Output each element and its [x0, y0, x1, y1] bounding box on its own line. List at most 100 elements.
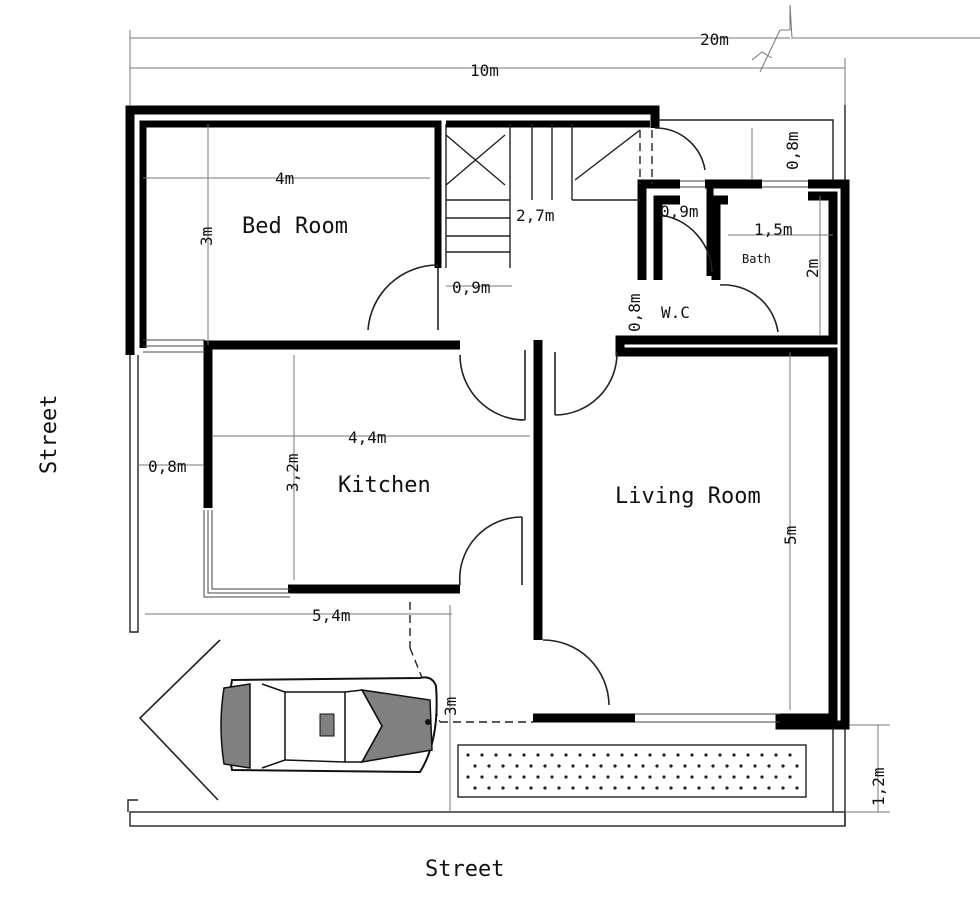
garden-dot — [795, 786, 799, 790]
garden-dot — [543, 786, 547, 790]
garden-dot — [669, 786, 673, 790]
garden-dot — [704, 753, 708, 757]
garden-dot — [662, 775, 666, 779]
garden-dot — [585, 786, 589, 790]
stair-width-label: 2,7m — [516, 206, 555, 225]
garden-dot — [536, 753, 540, 757]
bed-room-label: Bed Room — [242, 214, 348, 239]
garden-dots — [466, 753, 799, 790]
garden-dot — [557, 786, 561, 790]
garden-dot — [634, 775, 638, 779]
bed-width-label: 4m — [275, 169, 294, 188]
garden-dot — [788, 753, 792, 757]
garden-dot — [501, 786, 505, 790]
garden-dot — [781, 764, 785, 768]
garden-dot — [550, 775, 554, 779]
garden-dot — [613, 764, 617, 768]
garden-dot — [732, 775, 736, 779]
garden-dot — [760, 775, 764, 779]
bath-height-label: 2m — [803, 259, 822, 278]
garden-dot — [662, 753, 666, 757]
garden-strip — [457, 744, 807, 798]
garden-dot — [725, 764, 729, 768]
kitchen-height-label: 3,2m — [283, 453, 302, 492]
garden-dot — [753, 786, 757, 790]
bed-door-label: 0,9m — [452, 278, 491, 297]
garage-width-label: 5,4m — [312, 606, 351, 625]
garden-dot — [795, 764, 799, 768]
street-left-label: Street — [37, 395, 62, 474]
garden-dot — [529, 786, 533, 790]
garden-dot — [466, 753, 470, 757]
garden-dot — [718, 753, 722, 757]
interior-dimension-lines — [138, 124, 833, 812]
garden-dot — [466, 775, 470, 779]
garden-dot — [690, 775, 694, 779]
garden-dot — [494, 775, 498, 779]
garden-dot — [704, 775, 708, 779]
garden-dot — [557, 764, 561, 768]
total-width-label: 20m — [700, 30, 729, 49]
garden-dot — [641, 764, 645, 768]
garden-dot — [578, 775, 582, 779]
garden-dot — [564, 775, 568, 779]
corridor-top-label: 0,8m — [783, 131, 802, 170]
kitchen-width-label: 4,4m — [348, 428, 387, 447]
garden-dot — [508, 775, 512, 779]
lot-boundary — [127, 105, 890, 827]
garden-dot — [599, 786, 603, 790]
garden-dot — [508, 753, 512, 757]
garden-dot — [711, 786, 715, 790]
garden-dot — [571, 764, 575, 768]
garden-dot — [641, 786, 645, 790]
garden-dot — [592, 775, 596, 779]
garden-dot — [753, 764, 757, 768]
garden-dot — [718, 775, 722, 779]
labels: 20m 10m Bed Room 4m 3m 2,7m 0,9m 0,8m 0,… — [37, 30, 888, 882]
car-icon — [220, 676, 438, 774]
garden-dot — [550, 753, 554, 757]
garden-dot — [634, 753, 638, 757]
wc-label: W.C — [661, 303, 690, 322]
garden-dot — [732, 753, 736, 757]
garden-dot — [697, 764, 701, 768]
garden-dot — [683, 786, 687, 790]
garden-dot — [599, 764, 603, 768]
garden-dot — [669, 764, 673, 768]
garden-dot — [683, 764, 687, 768]
garden-dot — [767, 764, 771, 768]
garden-dot — [613, 786, 617, 790]
garden-dot — [760, 753, 764, 757]
garden-dot — [767, 786, 771, 790]
garden-dot — [585, 764, 589, 768]
garden-dot — [515, 786, 519, 790]
garden-dot — [620, 775, 624, 779]
garden-dot — [620, 753, 624, 757]
garden-dot — [655, 786, 659, 790]
garden-dot — [781, 786, 785, 790]
living-height-label: 5m — [781, 526, 800, 545]
garden-dot — [648, 753, 652, 757]
kitchen-label: Kitchen — [338, 473, 431, 498]
garden-dot — [655, 764, 659, 768]
garden-dot — [697, 786, 701, 790]
garden-dot — [774, 775, 778, 779]
garden-dot — [627, 764, 631, 768]
garden-dot — [788, 775, 792, 779]
side-gap-label: 0,8m — [148, 457, 187, 476]
garden-dot — [536, 775, 540, 779]
doors — [138, 127, 779, 801]
garden-dot — [746, 753, 750, 757]
garage-depth-label: 3m — [441, 697, 460, 716]
garden-dot — [571, 786, 575, 790]
garden-dot — [676, 753, 680, 757]
bed-height-label: 3m — [197, 227, 216, 246]
garden-dot — [543, 764, 547, 768]
garden-dot — [711, 764, 715, 768]
wc-width-label: 0,8m — [625, 293, 644, 332]
garden-dot — [746, 775, 750, 779]
garden-dot — [487, 764, 491, 768]
garden-dot — [690, 753, 694, 757]
bath-label: Bath — [742, 252, 771, 266]
